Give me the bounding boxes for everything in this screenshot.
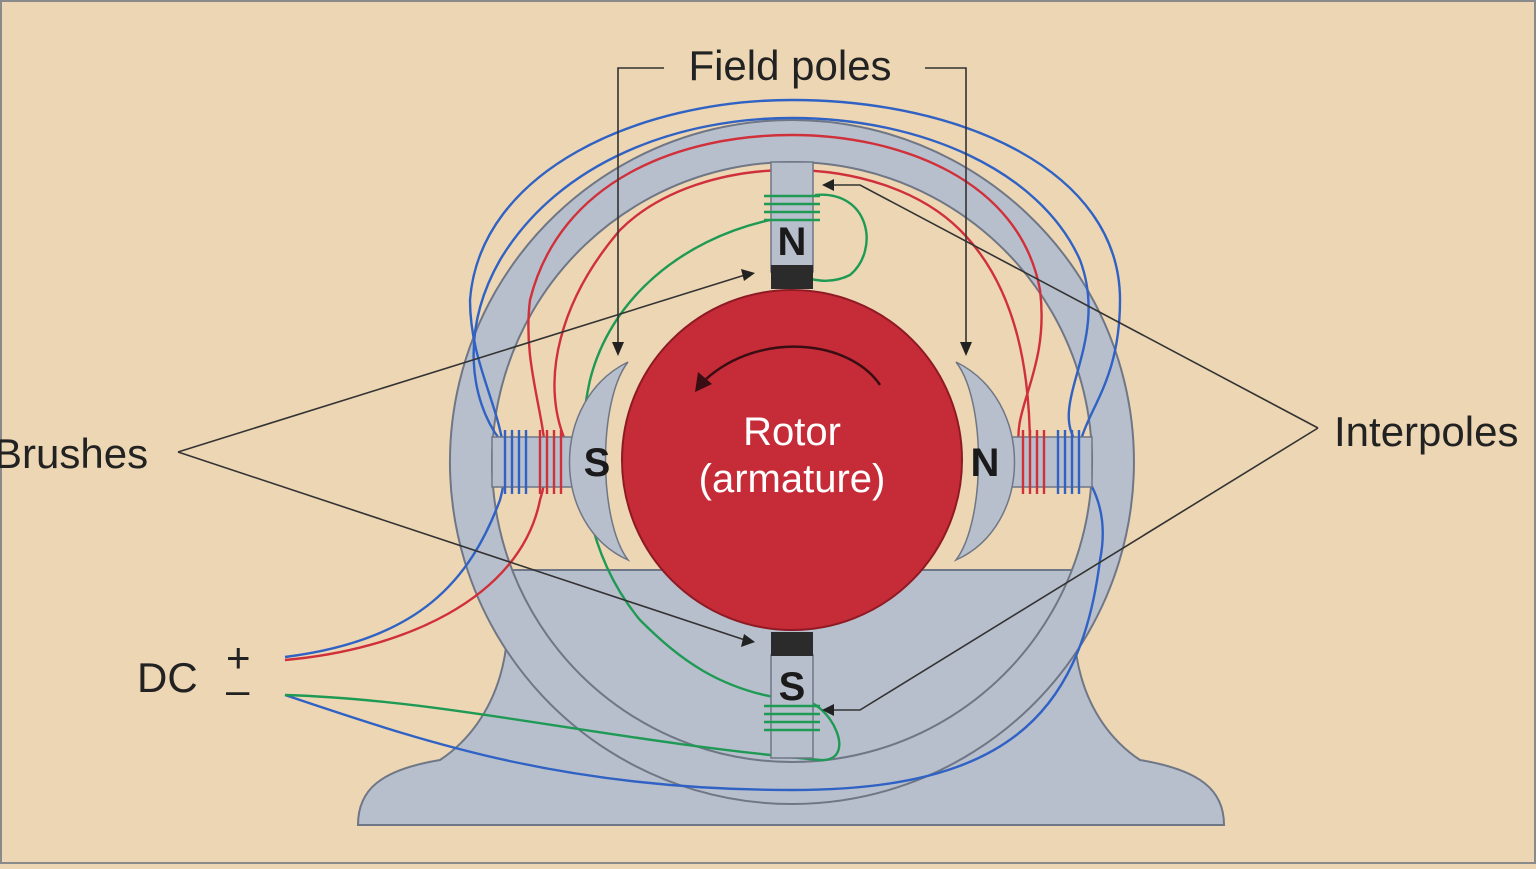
rotor-sublabel: (armature) xyxy=(699,457,886,501)
pole-label-bottom: S xyxy=(779,665,806,709)
interpole-top: N xyxy=(764,161,820,273)
rotor-label: Rotor xyxy=(743,410,841,454)
field-pole-left: S xyxy=(491,361,631,562)
dc-minus-label: – xyxy=(226,666,250,713)
field-pole-right: N xyxy=(953,361,1093,562)
dc-plus-label: + xyxy=(226,634,251,681)
interpoles-label: Interpoles xyxy=(1334,408,1518,455)
rotor: Rotor (armature) xyxy=(621,289,963,631)
dc-label: DC xyxy=(137,654,198,701)
pole-label-left: S xyxy=(584,441,611,485)
field-poles-label: Field poles xyxy=(688,42,891,89)
pole-label-right: N xyxy=(971,441,1000,485)
leader-lines xyxy=(177,67,1319,716)
interpole-bottom: S xyxy=(764,654,820,759)
brush-top xyxy=(771,265,813,289)
brushes-label: Brushes xyxy=(0,430,148,477)
pole-label-top: N xyxy=(778,220,807,264)
brush-bottom xyxy=(771,632,813,656)
rotation-arrow-icon xyxy=(695,372,712,392)
